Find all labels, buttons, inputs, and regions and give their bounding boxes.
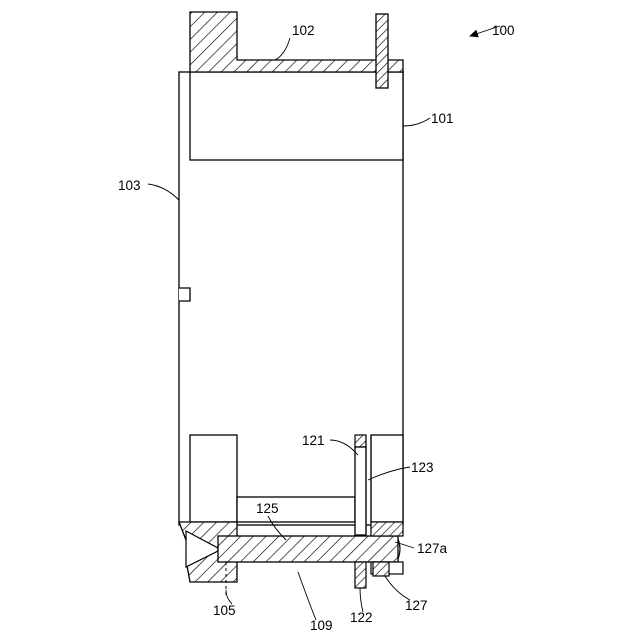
- pin: [218, 536, 400, 562]
- label-102: 102: [292, 23, 315, 38]
- label-121: 121: [302, 433, 325, 448]
- lower-right-block: [371, 435, 403, 522]
- label-122: 122: [350, 610, 373, 625]
- label-123: 123: [411, 460, 434, 475]
- label-127a: 127a: [417, 541, 448, 556]
- label-127: 127: [405, 598, 428, 613]
- label-103: 103: [118, 178, 141, 193]
- label-100: 100: [492, 23, 515, 38]
- label-105: 105: [213, 603, 236, 618]
- label-109: 109: [310, 618, 333, 633]
- label-101: 101: [431, 111, 454, 126]
- label-125: 125: [256, 501, 279, 516]
